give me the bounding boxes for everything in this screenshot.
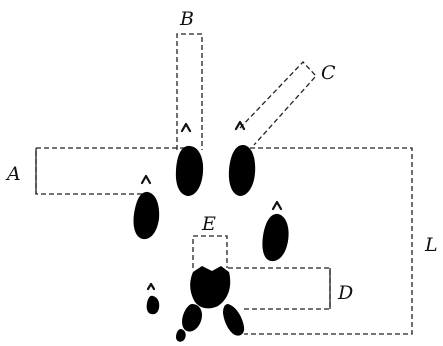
dimension-a-box — [35, 147, 185, 195]
dimension-e-box — [192, 235, 228, 268]
label-b: B — [179, 8, 194, 30]
claw-mark-front-right — [234, 120, 246, 131]
claw-mark-hind-left — [140, 174, 152, 185]
small-toe-pad — [146, 295, 160, 315]
claw-mark-front-left — [180, 122, 192, 133]
claw-mark-hind-right — [271, 200, 283, 211]
label-a: A — [5, 163, 21, 185]
label-e: E — [201, 213, 216, 235]
toe-pad-front-left — [175, 145, 204, 196]
label-c: C — [321, 62, 336, 84]
claw-mark-small — [146, 282, 156, 291]
toe-pad-hind-right — [262, 213, 289, 262]
toe-pad-front-right — [228, 144, 256, 196]
dimension-d-box — [228, 267, 331, 310]
dimension-l-box — [244, 147, 413, 335]
toe-pad-hind-left — [133, 191, 160, 240]
label-d: D — [337, 282, 353, 304]
heel-digit-right — [223, 304, 245, 336]
heel-pad — [190, 266, 231, 309]
label-l: L — [424, 234, 438, 256]
dimension-b-box — [176, 33, 203, 150]
heel-digit-left — [182, 304, 202, 332]
heel-digit-small — [176, 329, 186, 342]
dimension-c-box — [239, 61, 317, 146]
